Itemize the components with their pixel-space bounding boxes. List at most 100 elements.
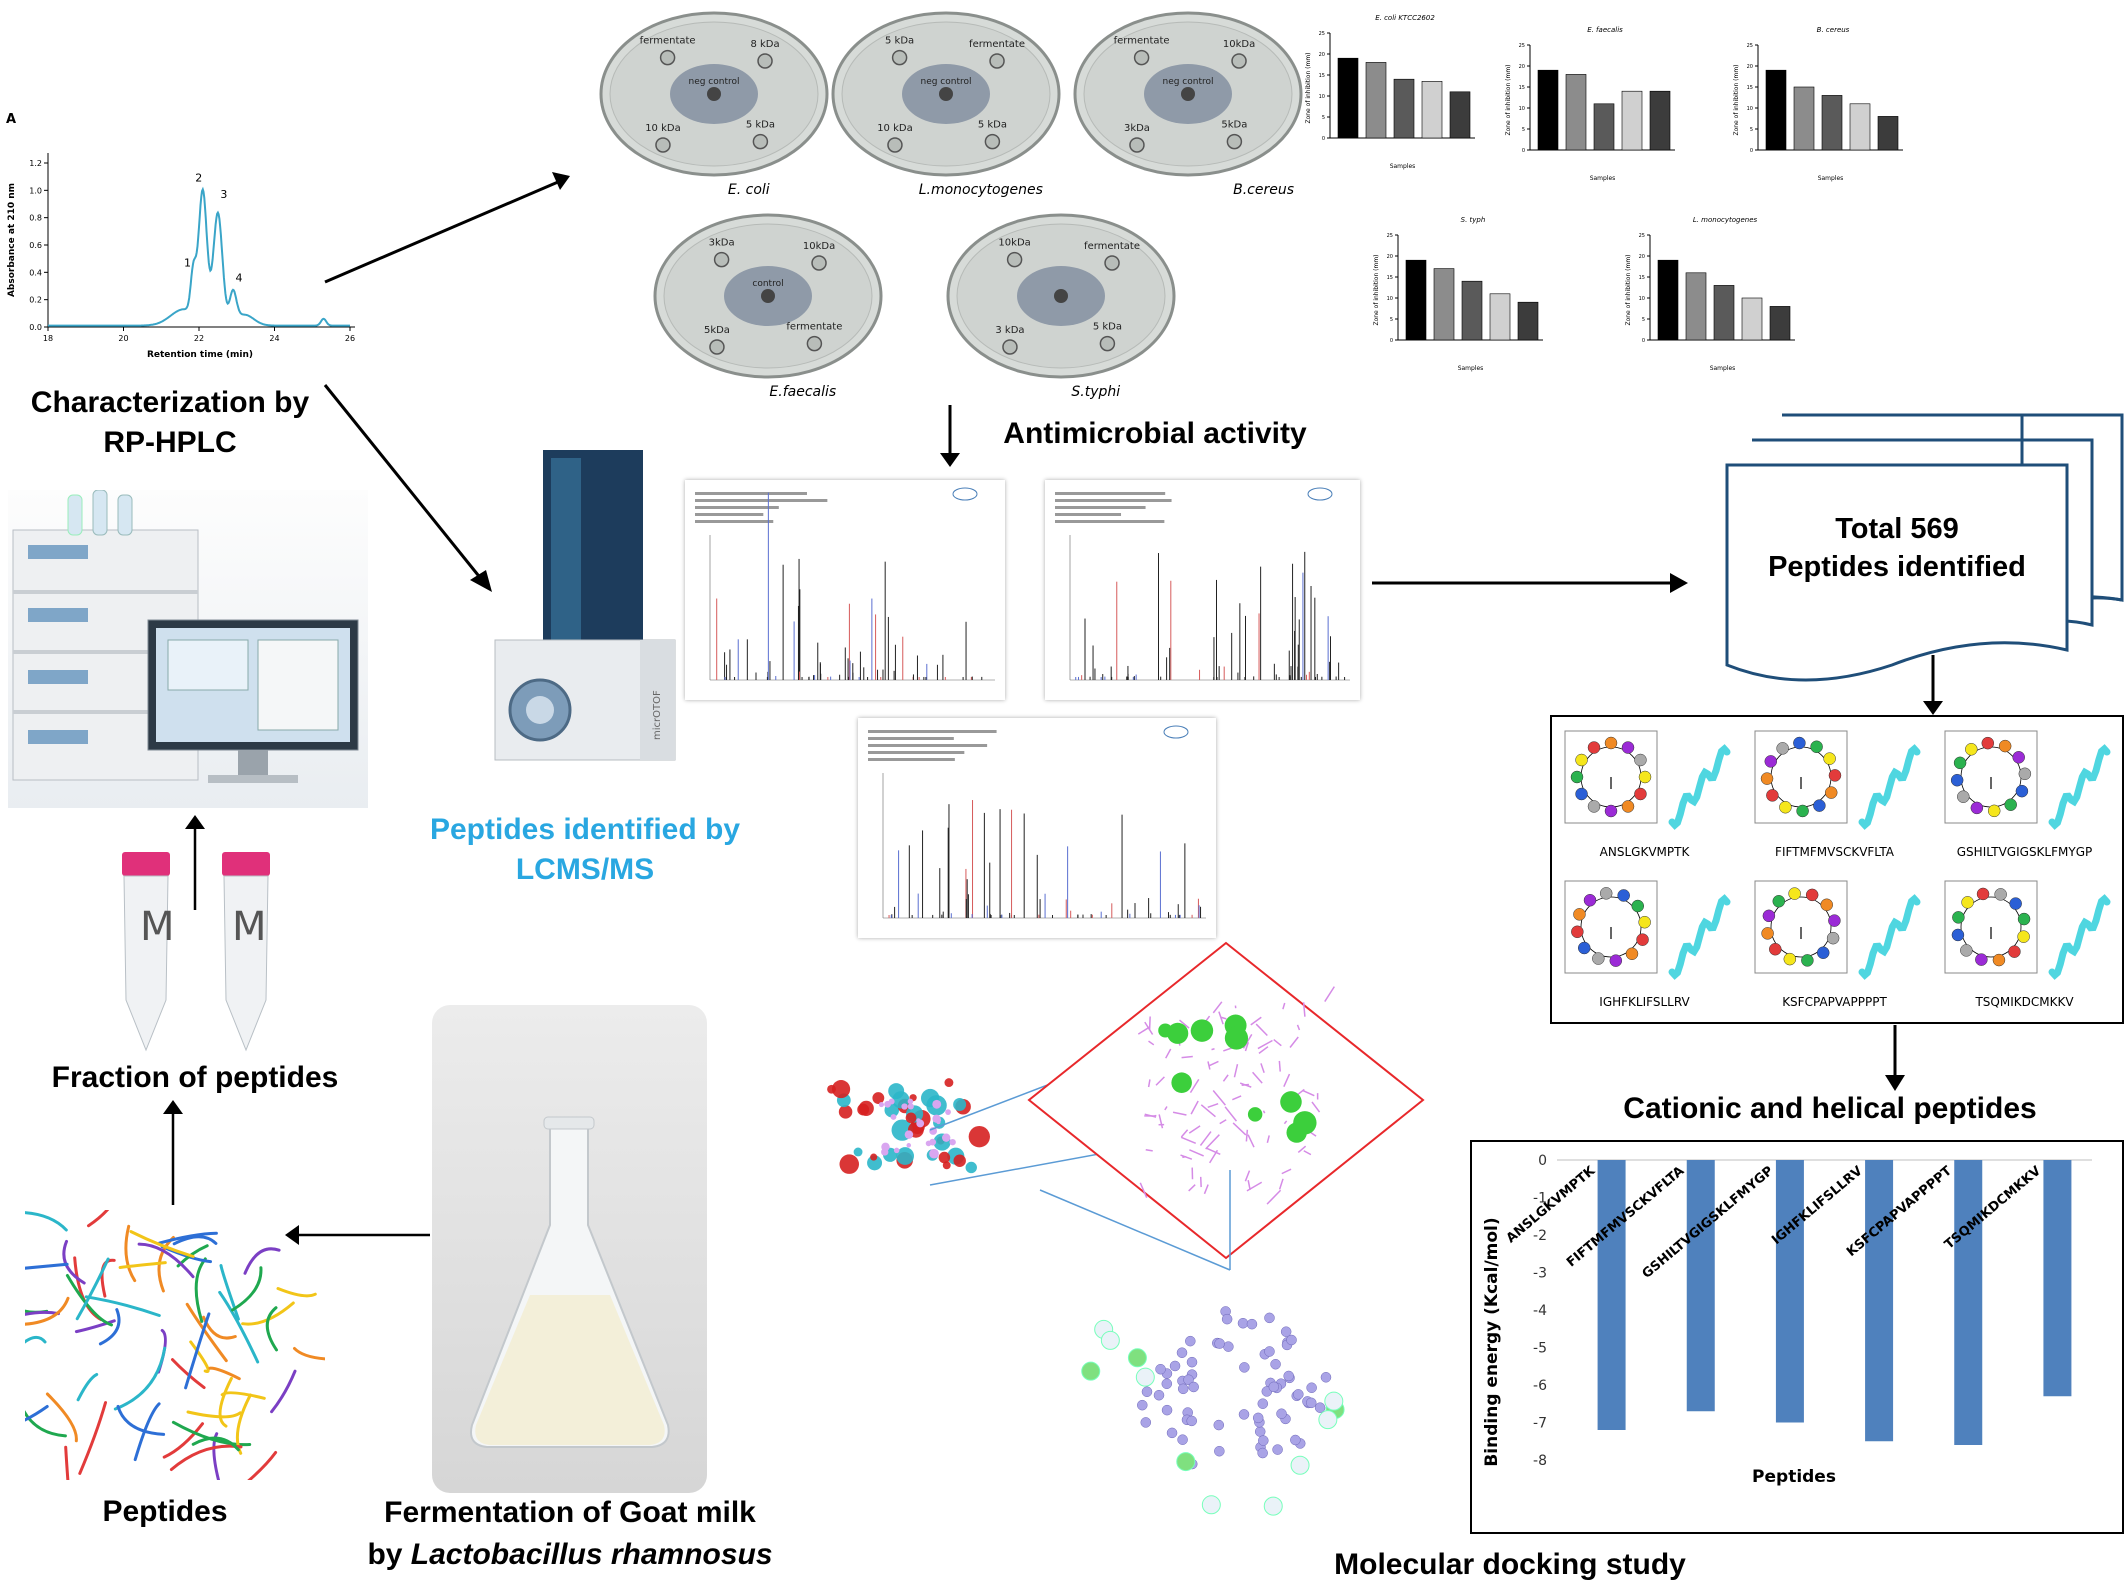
peptide-chain	[129, 1230, 195, 1258]
be-ytick: 0	[1538, 1153, 1547, 1169]
wheel-residue	[1957, 790, 1970, 803]
wheel-residue	[1960, 944, 1973, 957]
diamond-bond	[1266, 1135, 1270, 1143]
ligand-atom	[1290, 1434, 1301, 1446]
diamond-bond	[1247, 1134, 1255, 1148]
peptide-chain	[231, 1266, 263, 1312]
diamond-bond	[1222, 1074, 1229, 1082]
diamond-bond	[1244, 1170, 1251, 1182]
wheel-residue	[1577, 941, 1591, 955]
hplc-ytick: 0.8	[29, 214, 42, 223]
ligand-atom	[1257, 1398, 1269, 1409]
plate-well-label: 10kDa	[1223, 39, 1255, 50]
hplc-xtick: 24	[269, 334, 279, 343]
zone-chart-bar	[1461, 280, 1483, 341]
helical-peptide-name: ANSLGKVMPTK	[1599, 845, 1690, 859]
protein-ligand-atom	[893, 1147, 900, 1154]
hplc-xtick: 18	[43, 334, 53, 343]
wheel-residue	[1826, 931, 1840, 945]
ligand-atom	[1283, 1370, 1294, 1382]
plate-well-label: 10 kDa	[645, 123, 681, 134]
plate-organism-label: E.faecalis	[769, 384, 836, 400]
ligand-residue	[1290, 1455, 1310, 1475]
diamond-bond	[1188, 1125, 1201, 1134]
zone-chart-bar	[1793, 86, 1815, 151]
wheel-residue	[1617, 889, 1630, 902]
protein-atom	[853, 1147, 863, 1157]
be-ytick: -5	[1533, 1341, 1547, 1357]
ligand-atom	[1280, 1326, 1292, 1337]
ligand-residue	[1100, 1330, 1120, 1350]
plate-organism-label: B.cereus	[1233, 182, 1294, 198]
protein-atom	[905, 1112, 917, 1124]
wheel-residue	[1772, 895, 1786, 908]
peptide-chain	[73, 1256, 103, 1321]
plate-well-label: 3kDa	[709, 238, 735, 249]
ligand-atom	[1185, 1335, 1196, 1347]
wheel-residue	[1998, 739, 2012, 753]
wheel-residue	[1609, 954, 1623, 967]
diamond-bond	[1158, 1114, 1164, 1129]
lcms-instrument-image: micrOTOF	[465, 440, 705, 780]
diamond-bond	[1311, 1101, 1321, 1113]
wheel-residue	[2012, 751, 2025, 764]
hplc-xtick: 22	[194, 334, 204, 343]
ligand-atom	[1252, 1412, 1264, 1424]
zone-chart-ytick: 15	[1519, 85, 1525, 91]
peptide-chain	[74, 1319, 116, 1334]
wheel-residue	[1761, 927, 1774, 940]
plate-center-label: neg control	[688, 77, 739, 87]
protein-ligand-atom	[907, 1103, 914, 1110]
helix-ribbon	[1858, 894, 1921, 980]
peptide-chains-image	[0, 1157, 345, 1523]
diamond-bond	[1283, 1073, 1291, 1087]
wheel-residue	[1820, 898, 1833, 912]
diamond-bond	[1205, 1015, 1211, 1022]
diamond-bond	[1165, 1048, 1172, 1059]
wheel-residue	[1783, 952, 1797, 966]
diamond-bond	[1232, 1095, 1242, 1101]
total-count-line: Total 569	[1835, 513, 1959, 545]
wheel-residue	[1805, 888, 1819, 902]
zone-chart-ylabel: Zone of inhibition (mm)	[1505, 64, 1512, 135]
zone-chart-ytick: 20	[1519, 64, 1525, 70]
wheel-residue	[1571, 925, 1584, 939]
peptide-chain	[98, 1308, 121, 1346]
arrow-to-antimicrobial	[940, 405, 960, 467]
diamond-bond	[1302, 1002, 1306, 1017]
ligand-atom	[1176, 1347, 1188, 1358]
zone-chart-ytick: 15	[1639, 275, 1645, 281]
protein-atom	[872, 1092, 885, 1104]
protein-ligand-atom	[901, 1103, 908, 1110]
diamond-bond	[1262, 1110, 1266, 1114]
peptide-chain	[191, 1436, 240, 1452]
diamond-bond	[1232, 1122, 1247, 1136]
peptide-chain	[0, 1210, 68, 1232]
plate-well-label: 5 kDa	[746, 120, 775, 131]
wheel-residue	[2008, 945, 2021, 958]
ligand-atom	[1246, 1318, 1258, 1330]
diamond-residue	[1171, 1072, 1192, 1093]
wheel-residue	[1953, 756, 1967, 770]
protein-atom	[953, 1097, 967, 1111]
peptide-chain	[194, 1257, 207, 1323]
helix-ribbon	[1668, 894, 1731, 980]
peptide-chain	[220, 1391, 266, 1400]
helical-peptide-name: GSHILTVGIGSKLFMYGP	[1956, 845, 2093, 859]
protein-atom	[944, 1078, 954, 1088]
wheel-residue	[1992, 953, 2006, 967]
fermentation-flask-image	[432, 1005, 707, 1493]
wheel-residue	[1587, 800, 1601, 813]
diamond-bond	[1282, 1002, 1286, 1010]
wheel-residue	[1636, 933, 1649, 946]
zone-chart-bar	[1821, 95, 1843, 151]
peptide-chain	[113, 1346, 167, 1411]
diamond-bond	[1211, 1048, 1215, 1051]
wheel-residue	[1952, 911, 1965, 924]
peptide-chain	[184, 1312, 211, 1390]
ligand-atom	[1237, 1317, 1249, 1329]
